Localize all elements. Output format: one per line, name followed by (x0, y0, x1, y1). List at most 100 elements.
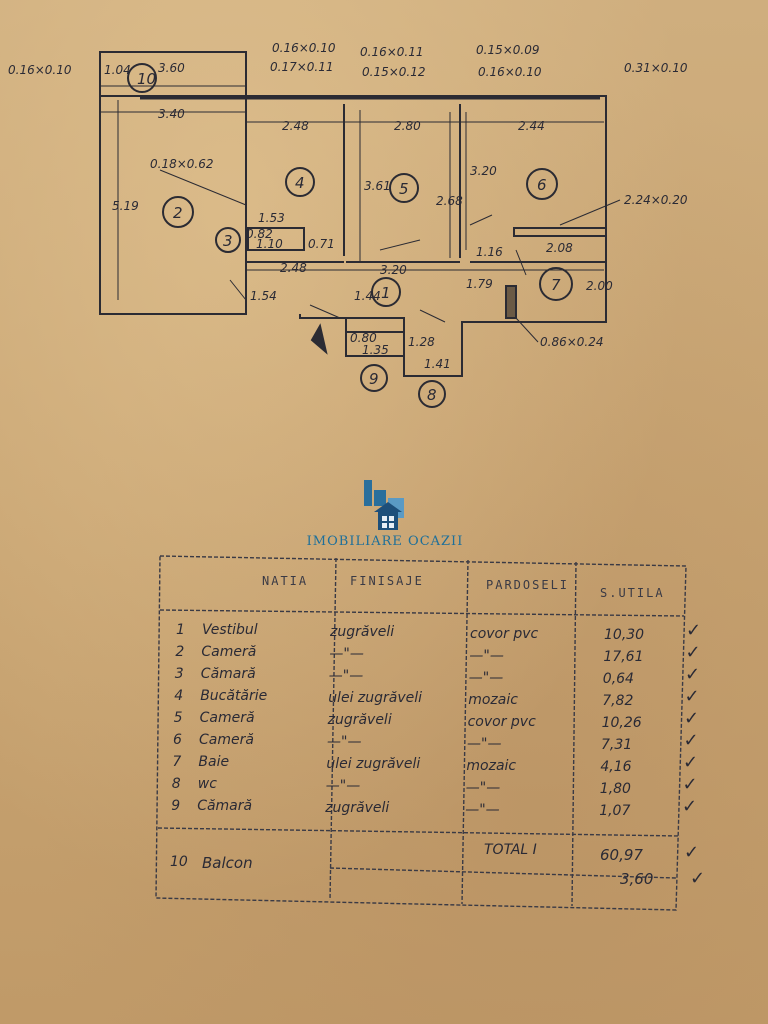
balcony-check-mark: ✓ (690, 868, 706, 889)
dim-224x020: 2.24×0.20 (624, 193, 688, 207)
row-finish: —"— (327, 733, 362, 750)
dim-153: 1.53 (258, 211, 285, 225)
row-floor: —"— (469, 647, 504, 664)
row-area: 4,16 (600, 759, 632, 776)
balcony-name: Balcon (202, 854, 253, 872)
row-number: 1 (176, 622, 185, 638)
dim-height-361: 3.61 (364, 179, 391, 193)
row-area: 1,07 (599, 803, 631, 820)
logo-text: IMOBILIARE OCAZII (306, 534, 464, 549)
row-room-name: Cameră (199, 710, 255, 727)
row-finish: zugrăveli (330, 623, 395, 640)
dim-200: 2.00 (586, 279, 613, 293)
row-floor: covor pvc (470, 625, 539, 642)
row-finish: ulei zugrăveli (328, 689, 423, 706)
header-pardoseli: PARDOSELI (486, 578, 570, 592)
row-floor: —"— (465, 801, 500, 818)
row-check-mark: ✓ (685, 642, 701, 663)
dim-128: 1.28 (408, 335, 435, 349)
room-number-10: 10 (137, 70, 156, 88)
room-number-5: 5 (399, 180, 409, 198)
row-number: 8 (171, 776, 181, 792)
building-logo-icon (364, 480, 404, 530)
row-area: 10,26 (601, 715, 642, 732)
row-area: 10,30 (604, 627, 645, 644)
dim-top-4: 0.15×0.12 (362, 65, 426, 79)
row-check-mark: ✓ (683, 752, 699, 773)
row-finish: —"— (325, 777, 361, 794)
row-number: 4 (174, 688, 184, 704)
row-room-name: wc (197, 776, 217, 793)
dim-018x062: 0.18×0.62 (150, 157, 214, 171)
row-check-mark: ✓ (682, 796, 698, 817)
row-floor: mozaic (468, 691, 518, 708)
total-check-mark: ✓ (684, 842, 700, 863)
row-finish: —"— (329, 645, 364, 662)
dim-top-3: 0.16×0.11 (360, 45, 424, 59)
row-finish: zugrăveli (327, 711, 392, 728)
dim-left-tag: 0.16×0.10 (8, 63, 72, 77)
dim-width-248: 2.48 (282, 119, 309, 133)
row-number: 6 (173, 732, 182, 748)
dim-height-268: 2.68 (436, 194, 463, 208)
dim-080: 0.80 (350, 331, 377, 345)
header-suprafata-utila: S.UTILA (600, 586, 665, 600)
row-number: 9 (171, 798, 181, 814)
floor-plan: 10 2 3 4 5 6 1 7 9 8 0.16×0.10 0.16×0.10… (8, 41, 688, 408)
row-area: 1,80 (599, 781, 631, 798)
row-floor: —"— (468, 669, 504, 686)
row-room-name: Baie (198, 754, 230, 771)
room-number-6: 6 (537, 176, 547, 194)
room-number-8: 8 (427, 386, 437, 404)
dim-086x024: 0.86×0.24 (540, 335, 604, 349)
row-room-name: Cămară (200, 666, 256, 683)
row-number: 7 (172, 754, 182, 770)
row-room-name: Cameră (201, 644, 257, 661)
room-number-1: 1 (381, 284, 391, 302)
row-floor: —"— (465, 779, 501, 796)
row-check-mark: ✓ (685, 664, 701, 685)
room-number-3: 3 (223, 232, 233, 250)
row-area: 17,61 (603, 649, 644, 666)
row-finish: —"— (328, 667, 364, 684)
dim-height-320: 3.20 (470, 164, 497, 178)
dim-144: 1.44 (354, 289, 381, 303)
row-number: 2 (175, 644, 185, 660)
dim-116: 1.16 (476, 245, 503, 259)
total-area: 60,97 (600, 846, 643, 864)
row-check-mark: ✓ (683, 730, 699, 751)
dim-208: 2.08 (546, 241, 573, 255)
dim-width-340: 3.40 (158, 107, 185, 121)
row-check-mark: ✓ (684, 686, 700, 707)
row-area: 0,64 (602, 671, 634, 688)
header-finisaje: FINISAJE (350, 574, 424, 588)
row-room-name: Vestibul (202, 622, 258, 639)
room-number-4: 4 (295, 174, 305, 192)
dim-width-244: 2.44 (518, 119, 545, 133)
total-label: TOTAL I (484, 842, 537, 858)
header-destinatia: NATIA (262, 574, 309, 588)
balcony-area: 3,60 (620, 870, 654, 888)
dim-320-bottom: 3.20 (380, 263, 407, 277)
dim-top-1: 0.16×0.10 (272, 41, 336, 55)
row-number: 3 (174, 666, 184, 682)
row-room-name: Cameră (199, 732, 254, 749)
balcony-number: 10 (170, 854, 188, 870)
dim-width-280: 2.80 (394, 119, 421, 133)
row-area: 7,82 (602, 693, 634, 710)
dim-248-bottom: 2.48 (280, 261, 307, 275)
company-logo: IMOBILIARE OCAZII (290, 476, 480, 556)
dim-height-104: 1.04 (104, 63, 131, 77)
dim-135: 1.35 (362, 343, 389, 357)
row-finish: zugrăveli (325, 799, 390, 816)
dim-width-360: 3.60 (158, 61, 185, 75)
dim-082: 0.82 (246, 227, 273, 241)
row-room-name: Bucătărie (200, 688, 268, 705)
dim-179: 1.79 (466, 277, 493, 291)
dim-154: 1.54 (250, 289, 277, 303)
row-area: 7,31 (601, 737, 633, 754)
row-finish: ulei zugrăveli (326, 755, 421, 772)
row-floor: mozaic (466, 757, 517, 774)
row-check-mark: ✓ (684, 708, 700, 729)
row-room-name: Cămară (197, 798, 253, 815)
